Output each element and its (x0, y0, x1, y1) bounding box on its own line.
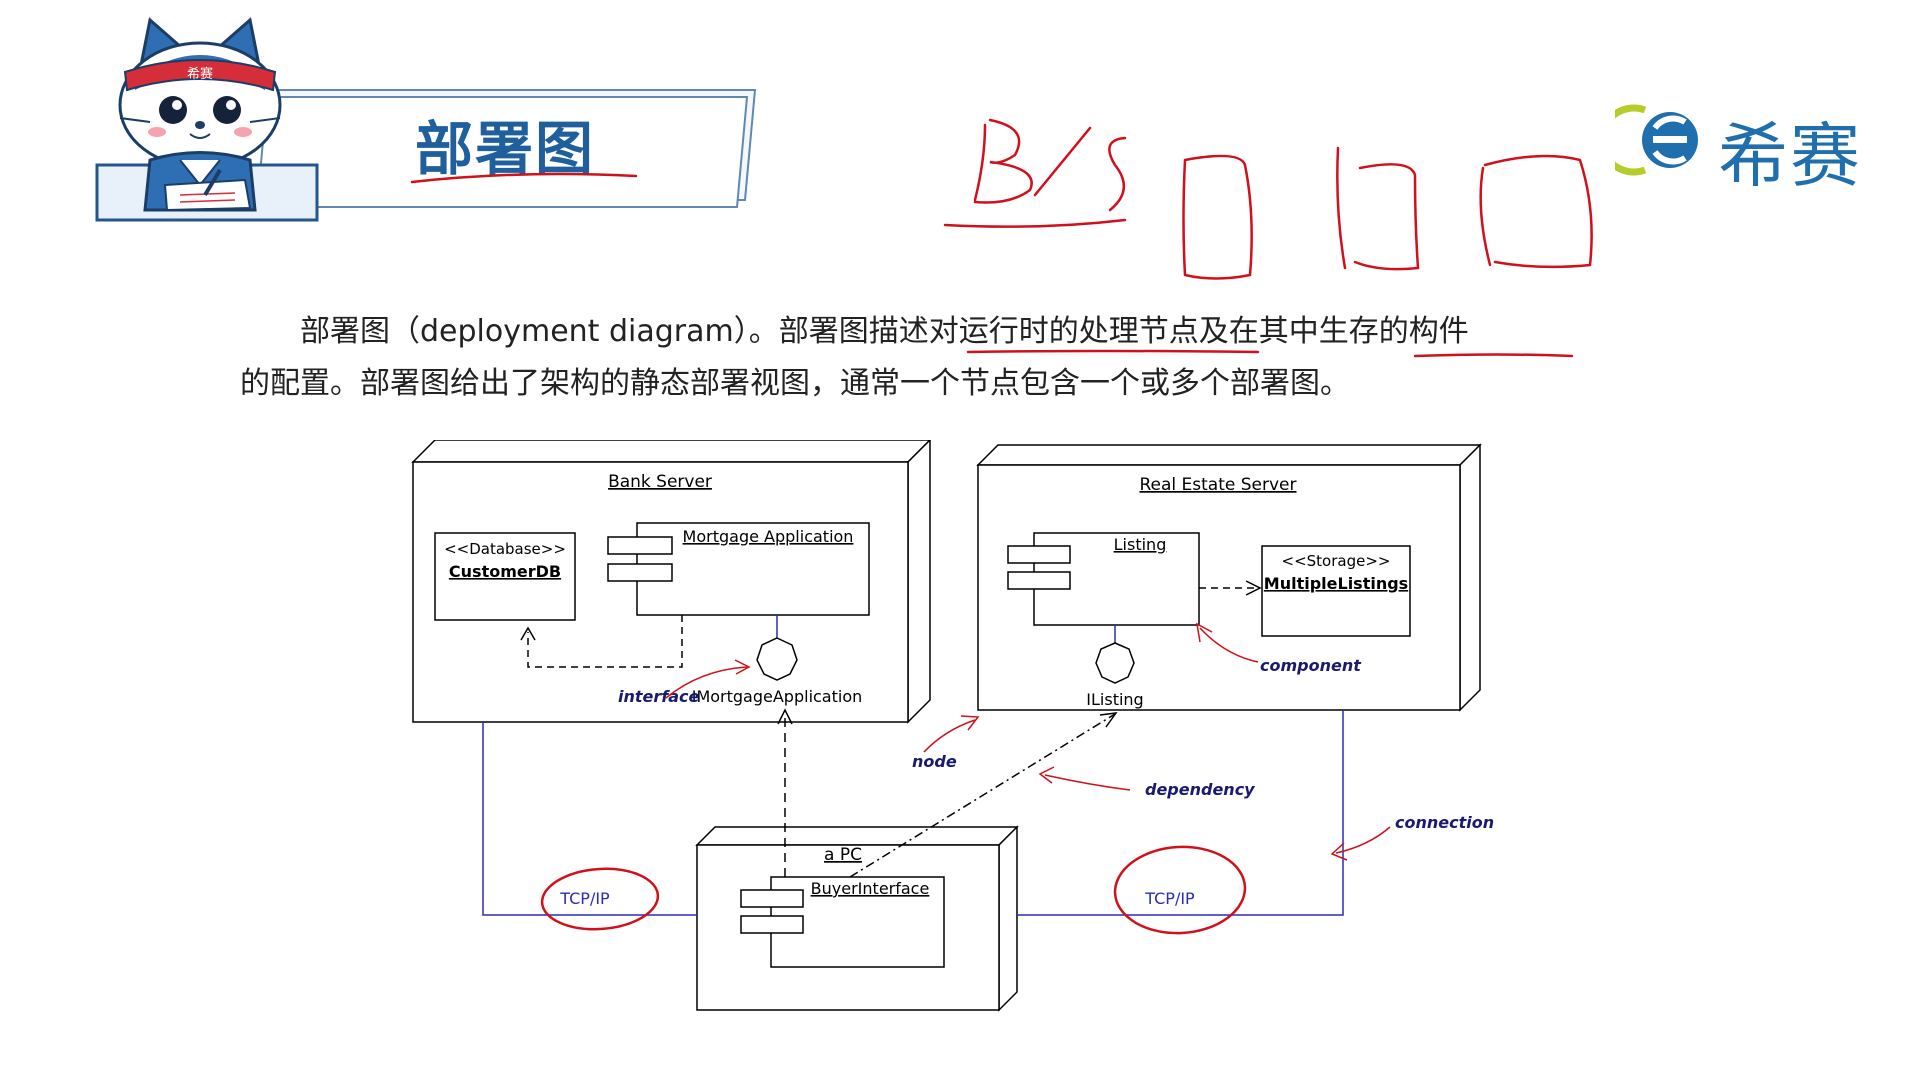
annotation-dependency: dependency (1145, 780, 1255, 799)
ilisting-interface: IListing (1086, 625, 1144, 709)
slide-title: 部署图 (415, 115, 596, 183)
annotation-interface: interface (618, 687, 700, 706)
tcpip-left-label: TCP/IP (559, 889, 610, 908)
imortgage-label: IMortgageApplication (692, 687, 863, 706)
listing-component: Listing (1007, 532, 1200, 626)
annotation-connection: connection (1395, 813, 1494, 832)
deployment-diagram: Bank Server <<Database>> CustomerDB Mort… (411, 440, 1494, 1012)
brand-name: 希赛 (1718, 115, 1862, 197)
description-line-1: 部署图（deployment diagram）。部署图描述对运行时的处理节点及在… (300, 314, 1469, 349)
storage-name: MultipleListings (1264, 574, 1408, 593)
real-estate-server-title: Real Estate Server (1139, 475, 1296, 495)
pc-title: a PC (824, 845, 862, 865)
ilisting-label: IListing (1086, 690, 1143, 709)
customer-db-artifact: <<Database>> CustomerDB (434, 532, 576, 621)
buyer-interface-component: BuyerInterface (740, 876, 945, 968)
mascot-badge-text: 希赛 (187, 66, 213, 82)
annotation-component: component (1260, 656, 1362, 675)
storage-stereotype: <<Storage>> (1282, 552, 1391, 570)
mortgage-application-label: Mortgage Application (683, 527, 854, 546)
tcpip-right-label: TCP/IP (1144, 889, 1195, 908)
database-name: CustomerDB (449, 562, 561, 581)
multiple-listings-storage: <<Storage>> MultipleListings (1261, 545, 1411, 637)
brand-logo-icon (1615, 104, 1698, 176)
buyer-interface-label: BuyerInterface (811, 879, 930, 898)
bank-server-title: Bank Server (608, 472, 712, 492)
description-line-2: 的配置。部署图给出了架构的静态部署视图，通常一个节点包含一个或多个部署图。 (240, 366, 1350, 401)
annotation-node: node (912, 752, 957, 771)
mortgage-application-component: Mortgage Application (607, 522, 870, 616)
imortgage-interface: IMortgageApplication (692, 615, 863, 706)
database-stereotype: <<Database>> (444, 540, 566, 558)
listing-label: Listing (1114, 535, 1167, 554)
cat-mascot: 希赛 (118, 17, 282, 212)
